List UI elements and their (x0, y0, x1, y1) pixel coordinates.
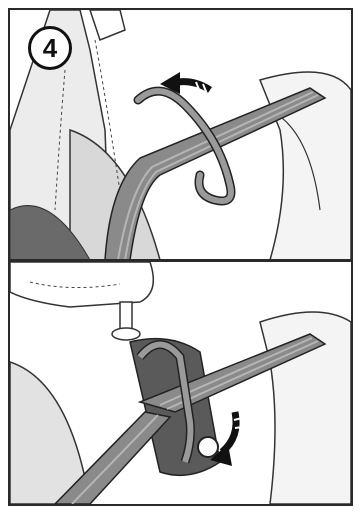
step-number-badge: 4 (28, 26, 72, 70)
belt-lower-stripe (72, 415, 158, 504)
panel-top: 4 (10, 10, 351, 260)
headrest-post (90, 10, 125, 40)
step-number: 4 (43, 33, 57, 64)
headrest-outline (10, 262, 153, 307)
panel-bottom (10, 262, 351, 504)
clip-ring (198, 437, 218, 457)
post-collar (112, 328, 140, 340)
bottom-illustration (10, 262, 351, 504)
